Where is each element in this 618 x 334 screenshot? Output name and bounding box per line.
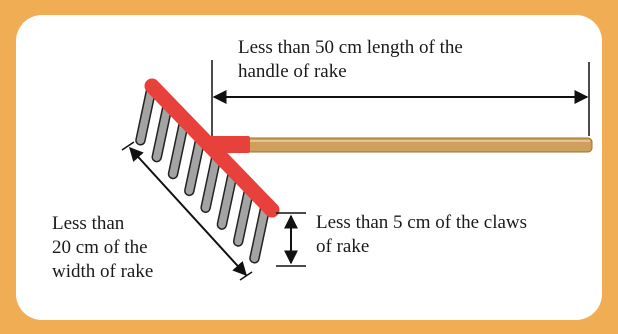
- handle-length-dimension: [211, 60, 590, 136]
- rake-width-arrow: [129, 146, 247, 277]
- rake-width-label: Less than 20 cm of the width of rake: [52, 213, 154, 282]
- diagram-panel: [16, 15, 602, 320]
- rake-handle: [239, 137, 593, 153]
- claw-length-label: Less than 5 cm of the claws of rake: [316, 212, 528, 257]
- claw-length-dimension: [276, 212, 306, 267]
- rake-width-dimension: [121, 141, 253, 281]
- handle-length-label: Less than 50 cm length of the handle of …: [238, 37, 463, 82]
